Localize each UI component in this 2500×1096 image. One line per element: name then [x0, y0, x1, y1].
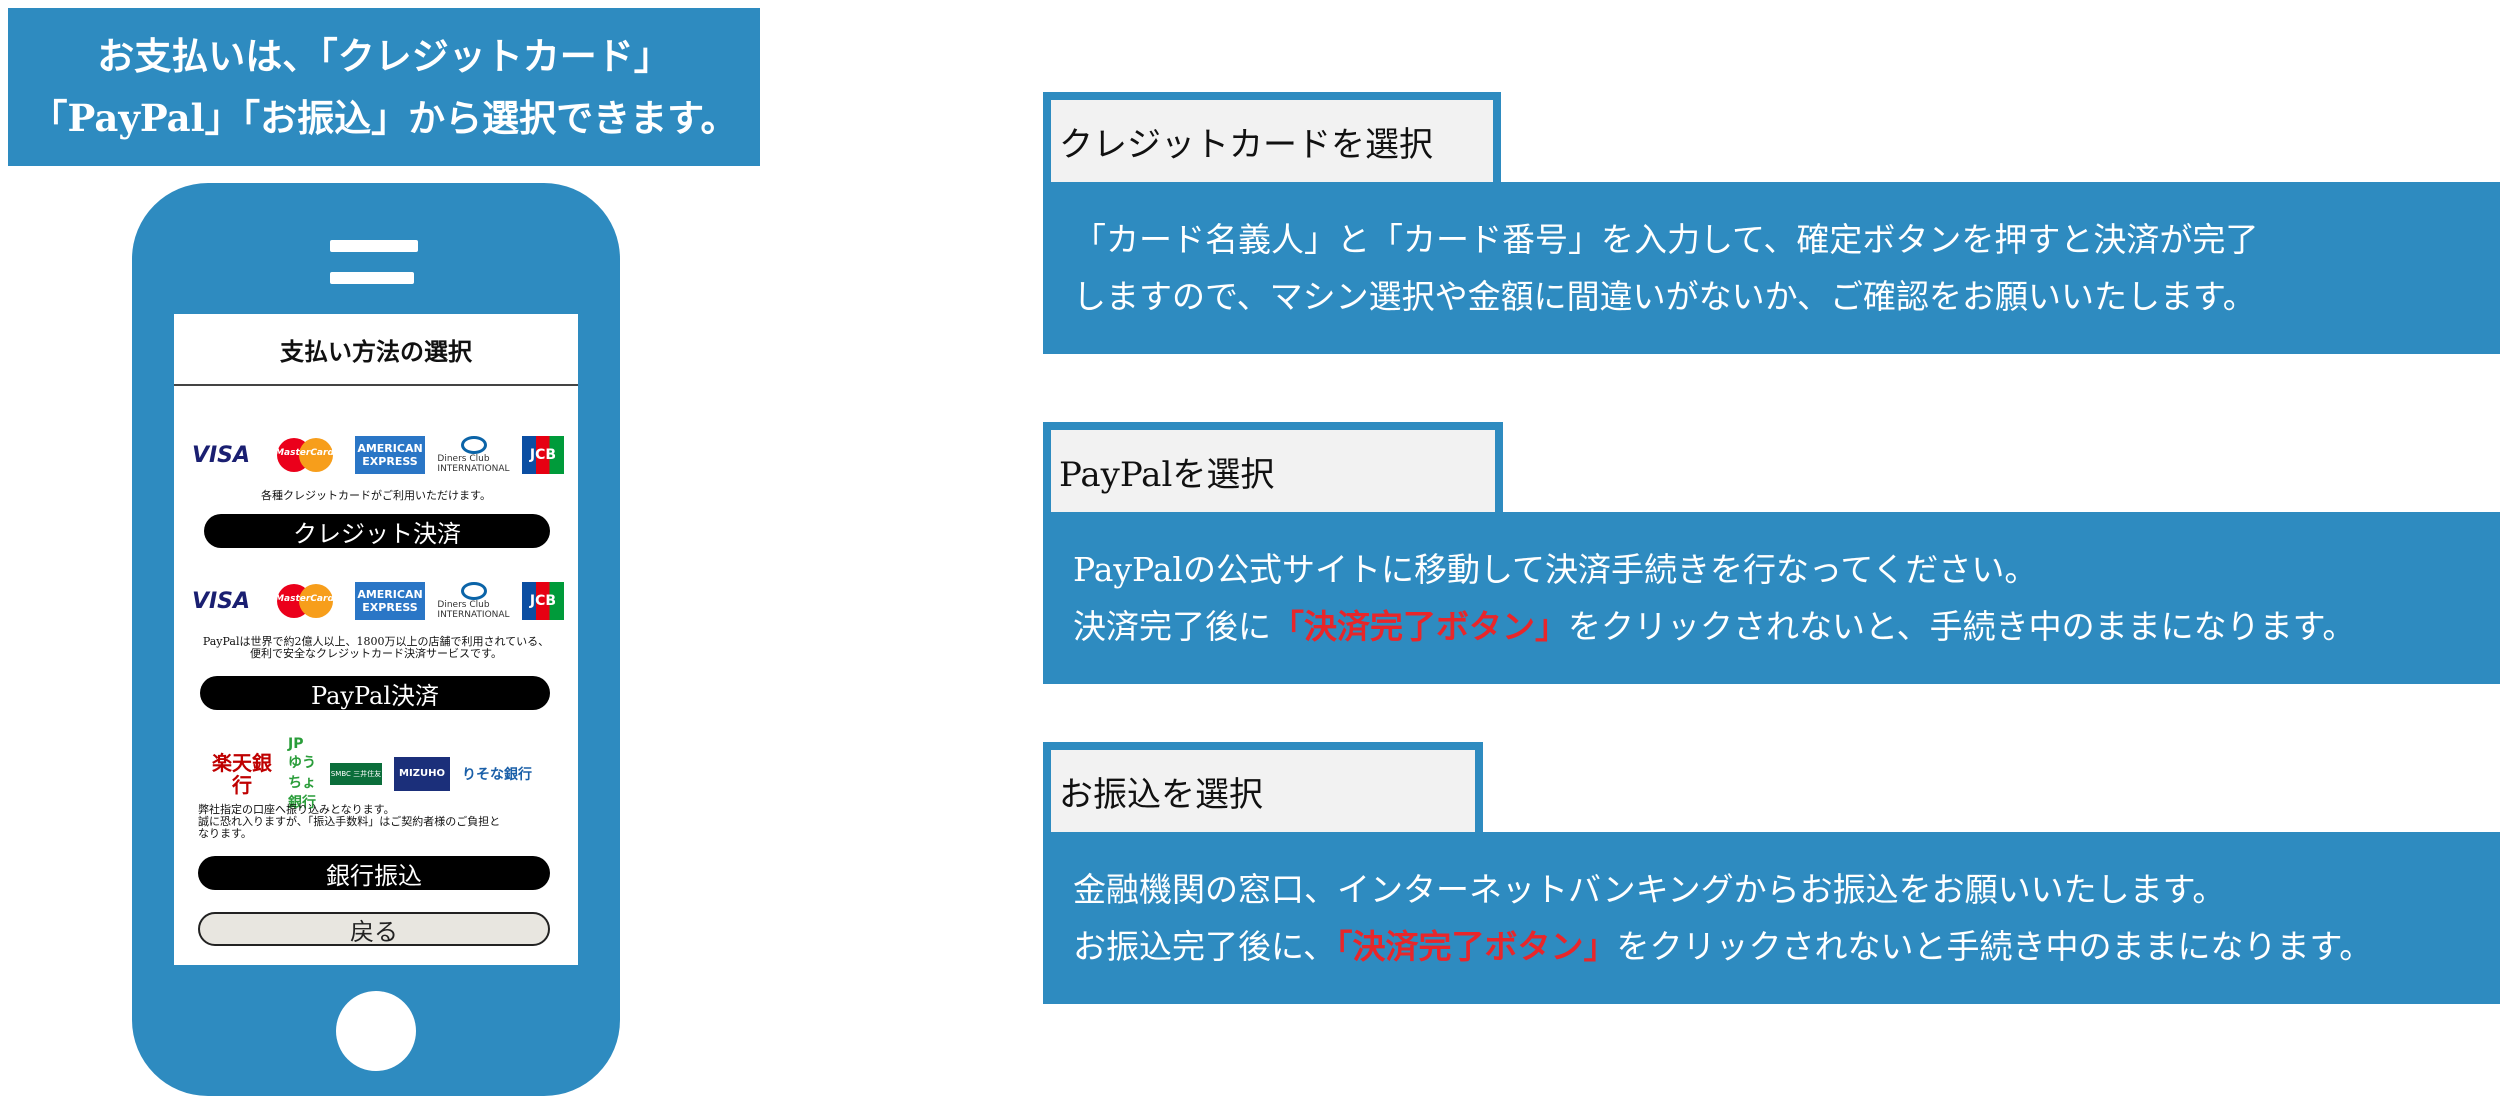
- visa-logo: VISA: [191, 442, 251, 468]
- japan-post-bank-logo: JP ゆうちょ銀行: [288, 736, 316, 811]
- bank-logo-row: 楽天銀行 JP ゆうちょ銀行 SMBC 三井住友銀行 MIZUHO みずほ銀行 …: [208, 736, 548, 813]
- paypal-note-line-2: 便利で安全なクレジットカード決済サービスです。: [250, 647, 502, 660]
- paypal-desc-line-1: PayPalの公式サイトに移動して決済手続きを行なってください。: [1073, 550, 2038, 589]
- credit-desc-line-1: 「カード名義人」と「カード番号」を入力して、確定ボタンを押すと決済が完了: [1073, 220, 2259, 259]
- mizuho-logo: MIZUHO みずほ銀行: [394, 757, 450, 813]
- bank-desc-line-2: お振込完了後に、「決済完了ボタン」をクリックされないと手続き中のままになります。: [1073, 927, 2373, 966]
- rakuten-bank-logo: 楽天銀行: [212, 751, 272, 797]
- bank-section-panel: 金融機関の窓口、インターネットバンキングからお振込をお願いいたします。 お振込完…: [1043, 832, 2500, 1004]
- card-logo-row-paypal: VISA MasterCard AMERICAN EXPRESS Diners …: [188, 580, 564, 622]
- bank-section-tab: お振込を選択: [1043, 742, 1483, 832]
- bank-note-line-2: 誠に恐れ入りますが、「振込手数料」はご契約者様のご負担と: [198, 815, 501, 828]
- bank-desc-line-1: 金融機関の窓口、インターネットバンキングからお振込をお願いいたします。: [1073, 870, 2226, 909]
- phone-speaker: [330, 240, 418, 252]
- smbc-logo: SMBC 三井住友銀行: [330, 763, 382, 800]
- paypal-desc-line-2: 決済完了後に「決済完了ボタン」をクリックされないと、手続き中のままになります。: [1073, 607, 2356, 646]
- paypal-section-tab: PayPalを選択: [1043, 422, 1503, 512]
- amex-logo: AMERICAN EXPRESS: [355, 582, 425, 620]
- credit-desc-line-2: しますので、マシン選択や金額に間違いがないか、ご確認をお願いいたします。: [1073, 277, 2256, 316]
- credit-section-panel: 「カード名義人」と「カード番号」を入力して、確定ボタンを押すと決済が完了 します…: [1043, 182, 2500, 354]
- back-button[interactable]: 戻る: [198, 912, 550, 946]
- paypal-section-panel: PayPalの公式サイトに移動して決済手続きを行なってください。 決済完了後に「…: [1043, 512, 2500, 684]
- header-banner: お支払いは、「クレジットカード」 「PayPal」「お振込」から選択できます。: [8, 8, 760, 166]
- credit-section-tab: クレジットカードを選択: [1043, 92, 1501, 182]
- header-line-1: お支払いは、「クレジットカード」: [97, 34, 671, 78]
- visa-logo: VISA: [191, 588, 251, 614]
- paypal-note-line-1: PayPalは世界で約2億人以上、1800万以上の店舗で利用されている、: [202, 635, 550, 648]
- resona-bank-logo: りそな銀行: [462, 767, 532, 783]
- bank-note-line-1: 弊社指定の口座へ振り込みとなります。: [198, 803, 395, 816]
- bank-note-line-3: なります。: [198, 827, 252, 840]
- mastercard-logo: MasterCard: [275, 582, 335, 620]
- phone-home-button: [336, 991, 416, 1071]
- diners-logo: Diners Club INTERNATIONAL: [437, 436, 510, 474]
- credit-payment-button[interactable]: クレジット決済: [204, 514, 550, 548]
- jcb-logo: JCB: [522, 436, 564, 474]
- card-logo-row: VISA MasterCard AMERICAN EXPRESS Diners …: [188, 434, 564, 476]
- paypal-complete-button-highlight: 「決済完了ボタン」: [1271, 607, 1568, 646]
- diners-logo: Diners Club INTERNATIONAL: [437, 582, 510, 620]
- mastercard-logo: MasterCard: [275, 436, 335, 474]
- phone-screen: 支払い方法の選択 VISA MasterCard AMERICAN EXPRES…: [174, 314, 578, 965]
- jcb-logo: JCB: [522, 582, 564, 620]
- amex-logo: AMERICAN EXPRESS: [355, 436, 425, 474]
- screen-title: 支払い方法の選択: [174, 314, 578, 386]
- phone-speaker-lower: [330, 272, 414, 284]
- credit-note: 各種クレジットカードがご利用いただけます。: [261, 489, 491, 502]
- bank-transfer-button[interactable]: 銀行振込: [198, 856, 550, 890]
- bank-complete-button-highlight: 「決済完了ボタン」: [1336, 927, 1617, 966]
- paypal-payment-button[interactable]: PayPal決済: [200, 676, 550, 710]
- header-line-2: 「PayPal」「お振込」から選択できます。: [30, 96, 738, 140]
